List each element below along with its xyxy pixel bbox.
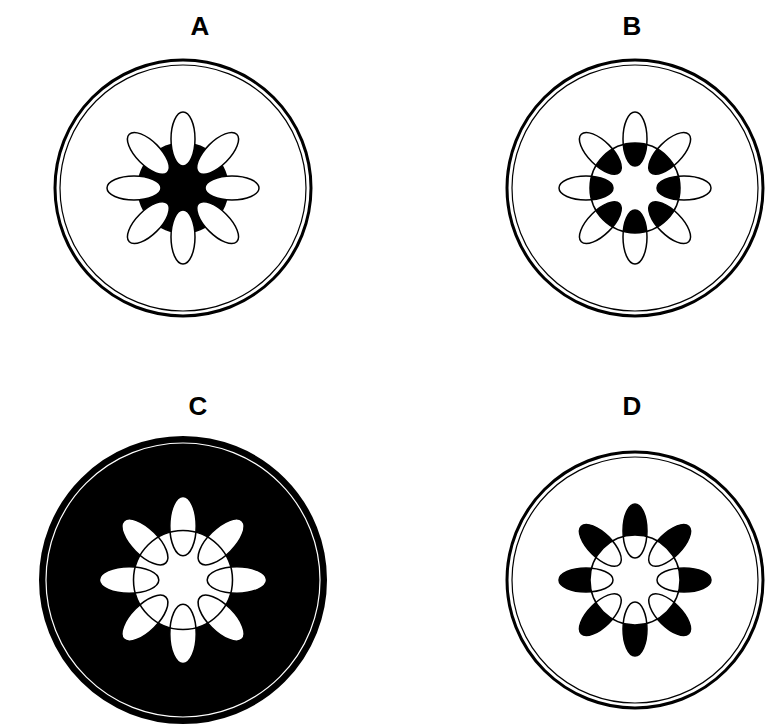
section-c	[40, 437, 326, 723]
section-b	[507, 60, 763, 316]
section-a	[55, 60, 311, 316]
panel-letter: A	[191, 13, 210, 39]
panel-letter: B	[623, 13, 642, 39]
panel-letter: C	[189, 393, 208, 419]
section-d	[507, 452, 763, 708]
panel-letter: D	[623, 393, 642, 419]
